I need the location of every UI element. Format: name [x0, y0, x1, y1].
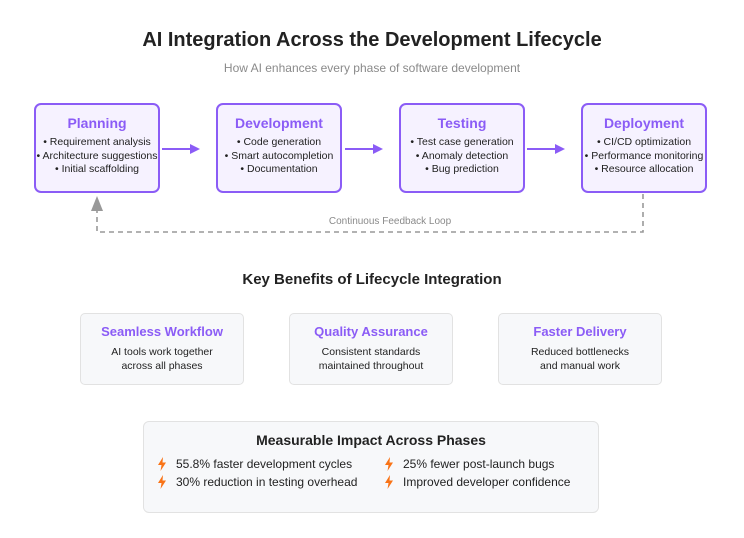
phase-item: • CI/CD optimization — [596, 136, 692, 148]
phase-item: • Smart autocompletion — [224, 149, 334, 162]
benefit-description: Reduced bottlenecks and manual work — [530, 346, 630, 372]
phase-item: • Documentation — [240, 163, 318, 175]
phase-box-development: Development • Code generation • Smart au… — [216, 103, 342, 193]
impact-item: 25% fewer post-launch bugs — [384, 457, 554, 471]
phase-item: • Code generation — [236, 136, 322, 148]
phase-item: • Anomaly detection — [415, 149, 509, 162]
phase-title: Planning — [67, 115, 127, 131]
benefit-title: Quality Assurance — [314, 324, 428, 339]
benefit-description: Consistent standards maintained througho… — [318, 346, 424, 372]
lightning-bolt-icon — [158, 475, 166, 489]
benefit-title: Seamless Workflow — [101, 324, 223, 339]
phase-title: Deployment — [603, 115, 685, 131]
benefit-card-quality-assurance: Quality Assurance Consistent standards m… — [289, 313, 453, 385]
impact-item-text: 30% reduction in testing overhead — [176, 475, 358, 489]
impact-item: 30% reduction in testing overhead — [157, 475, 357, 489]
phase-box-deployment: Deployment • CI/CD optimization • Perfor… — [581, 103, 707, 193]
impact-item-text: 25% fewer post-launch bugs — [403, 457, 555, 471]
phase-box-planning: Planning • Requirement analysis • Archit… — [34, 103, 160, 193]
phase-item: • Initial scaffolding — [54, 163, 140, 175]
diagram-subtitle: How AI enhances every phase of software … — [223, 61, 521, 75]
phase-item: • Bug prediction — [425, 163, 499, 175]
benefit-title: Faster Delivery — [533, 324, 627, 339]
phase-item: • Requirement analysis — [43, 136, 151, 148]
phase-item: • Test case generation — [410, 136, 514, 148]
impact-item-text: Improved developer confidence — [403, 475, 571, 489]
lightning-bolt-icon — [385, 457, 393, 471]
diagram-title: AI Integration Across the Development Li… — [142, 29, 602, 51]
phase-title: Development — [235, 115, 323, 131]
benefit-card-seamless-workflow: Seamless Workflow AI tools work together… — [80, 313, 244, 385]
impact-item: 55.8% faster development cycles — [157, 457, 352, 471]
impact-item-text: 55.8% faster development cycles — [176, 457, 353, 471]
feedback-loop-path — [96, 194, 644, 233]
phase-item: • Performance monitoring — [584, 149, 704, 162]
phase-box-testing: Testing • Test case generation • Anomaly… — [399, 103, 525, 193]
lightning-bolt-icon — [385, 475, 393, 489]
phase-item: • Architecture suggestions — [36, 149, 158, 162]
lightning-bolt-icon — [158, 457, 166, 471]
feedback-loop-arrowhead — [91, 196, 103, 211]
phase-item: • Resource allocation — [594, 163, 694, 175]
feedback-loop-label: Continuous Feedback Loop — [328, 216, 452, 227]
benefit-card-faster-delivery: Faster Delivery Reduced bottlenecks and … — [498, 313, 662, 385]
impact-title: Measurable Impact Across Phases — [256, 432, 486, 448]
benefit-description: AI tools work together across all phases — [111, 346, 213, 372]
benefits-heading: Key Benefits of Lifecycle Integration — [242, 271, 502, 288]
impact-panel: Measurable Impact Across Phases 55.8% fa… — [143, 421, 599, 513]
impact-item: Improved developer confidence — [384, 475, 570, 489]
phase-title: Testing — [437, 115, 487, 131]
